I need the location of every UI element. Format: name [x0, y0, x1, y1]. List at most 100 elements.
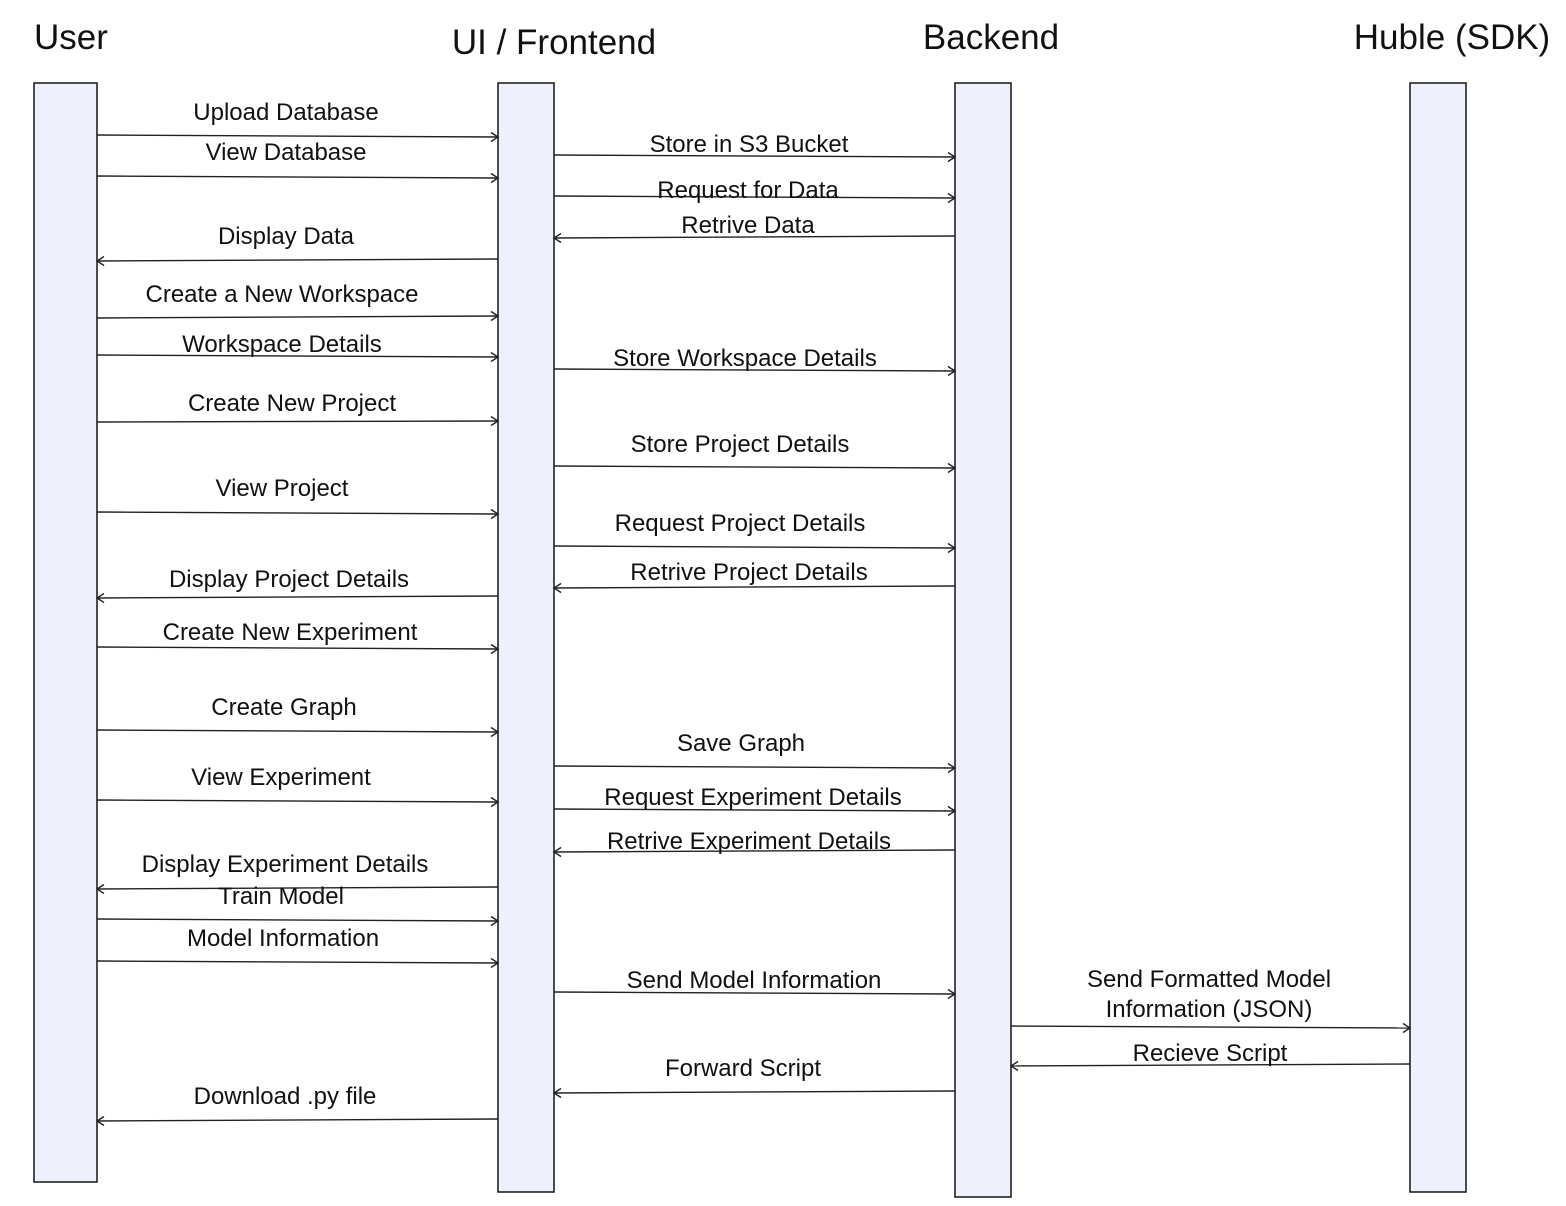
message-25: Send Model Information: [553, 967, 957, 1000]
arrowhead: [552, 232, 562, 244]
lifeline-sdk: Huble (SDK): [1354, 18, 1550, 1193]
message-arrow: [553, 154, 956, 158]
message-4: Request for Data: [553, 177, 957, 204]
message-11: Store Project Details: [553, 431, 957, 474]
message-arrow: [96, 258, 499, 262]
lifeline-title-backend: Backend: [923, 18, 1059, 57]
message-label: View Database: [206, 139, 367, 166]
lifeline-bar-frontend: [497, 82, 555, 1193]
message-arrow: [1010, 1025, 1411, 1029]
message-3: Store in S3 Bucket: [553, 131, 957, 163]
message-label: View Experiment: [191, 764, 371, 791]
lifelines: User UI / Frontend Backend Huble (SDK): [33, 18, 1550, 1198]
message-label: View Project: [216, 475, 349, 502]
message-arrow: [96, 354, 499, 358]
arrowhead: [490, 643, 500, 655]
arrowhead: [1009, 1060, 1019, 1072]
arrowhead: [490, 915, 500, 927]
message-17: Create Graph: [96, 694, 500, 738]
message-arrow: [96, 420, 499, 423]
message-21: Retrive Experiment Details: [552, 828, 956, 858]
message-label: Retrive Project Details: [630, 559, 867, 586]
lifeline-title-sdk: Huble (SDK): [1354, 18, 1550, 57]
message-label: Download .py file: [194, 1083, 377, 1110]
lifeline-frontend: UI / Frontend: [452, 23, 656, 1193]
arrowhead: [947, 192, 957, 204]
message-arrow: [1010, 1063, 1411, 1067]
lifeline-backend: Backend: [923, 18, 1059, 1198]
message-arrow: [553, 368, 956, 372]
message-1: Upload Database: [96, 99, 500, 143]
message-27: Recieve Script: [1009, 1040, 1411, 1072]
arrowhead: [947, 365, 957, 377]
message-arrow: [553, 585, 956, 589]
message-29: Download .py file: [95, 1083, 499, 1127]
message-arrow: [553, 465, 956, 469]
message-label: Request Experiment Details: [604, 784, 901, 811]
message-arrow: [96, 595, 499, 599]
arrowhead: [947, 542, 957, 554]
message-arrow: [96, 134, 499, 138]
message-arrow: [96, 886, 499, 890]
lifeline-bar-sdk: [1409, 82, 1467, 1193]
arrowhead: [490, 957, 500, 969]
arrowhead: [552, 846, 562, 858]
arrowhead: [947, 805, 957, 817]
message-2: View Database: [96, 139, 500, 184]
arrowhead: [490, 726, 500, 738]
message-13: Request Project Details: [553, 510, 957, 554]
message-label: Workspace Details: [182, 331, 382, 358]
arrowhead: [490, 351, 500, 363]
arrowhead: [947, 151, 957, 163]
message-label: Model Information: [187, 925, 379, 952]
arrowhead: [490, 131, 500, 143]
message-arrow: [553, 849, 956, 853]
message-5: Retrive Data: [552, 212, 956, 244]
message-arrow: [96, 918, 499, 922]
message-arrow: [96, 175, 499, 179]
message-label: Create a New Workspace: [146, 281, 419, 308]
lifeline-user: User: [33, 18, 108, 1183]
message-arrow: [553, 1090, 956, 1094]
message-7: Create a New Workspace: [96, 281, 500, 322]
message-15: Display Project Details: [95, 566, 499, 604]
message-8: Workspace Details: [96, 331, 500, 363]
message-arrow: [553, 808, 956, 812]
lifeline-bar-backend: [954, 82, 1012, 1198]
arrowhead: [552, 582, 562, 594]
arrowhead: [490, 415, 500, 427]
message-arrow: [96, 960, 499, 964]
message-28: Forward Script: [552, 1055, 956, 1099]
arrowhead: [95, 592, 105, 604]
message-23: Train Model: [96, 883, 500, 927]
message-arrow: [553, 765, 956, 769]
message-arrow: [553, 545, 956, 549]
message-label: Store Workspace Details: [613, 345, 877, 372]
message-label: Create Graph: [211, 694, 356, 721]
arrowhead: [947, 462, 957, 474]
message-arrow: [96, 646, 499, 650]
message-18: Save Graph: [553, 730, 957, 774]
message-12: View Project: [96, 475, 500, 520]
message-label: Retrive Data: [681, 212, 815, 239]
message-label: Store in S3 Bucket: [650, 131, 849, 158]
message-22: Display Experiment Details: [95, 851, 499, 895]
arrowhead: [1402, 1022, 1412, 1034]
message-label: Retrive Experiment Details: [607, 828, 891, 855]
lifeline-bar-user: [33, 82, 98, 1183]
message-label: Request for Data: [657, 177, 839, 204]
message-label: Display Project Details: [169, 566, 409, 593]
message-label: Recieve Script: [1133, 1040, 1288, 1067]
message-arrow: [96, 315, 499, 319]
arrowhead: [552, 1087, 562, 1099]
message-arrow: [553, 991, 956, 995]
message-9: Store Workspace Details: [553, 345, 957, 377]
message-label: Request Project Details: [615, 510, 866, 537]
message-14: Retrive Project Details: [552, 559, 956, 594]
arrowhead: [947, 988, 957, 1000]
message-arrow: [96, 511, 499, 515]
arrowhead: [490, 508, 500, 520]
